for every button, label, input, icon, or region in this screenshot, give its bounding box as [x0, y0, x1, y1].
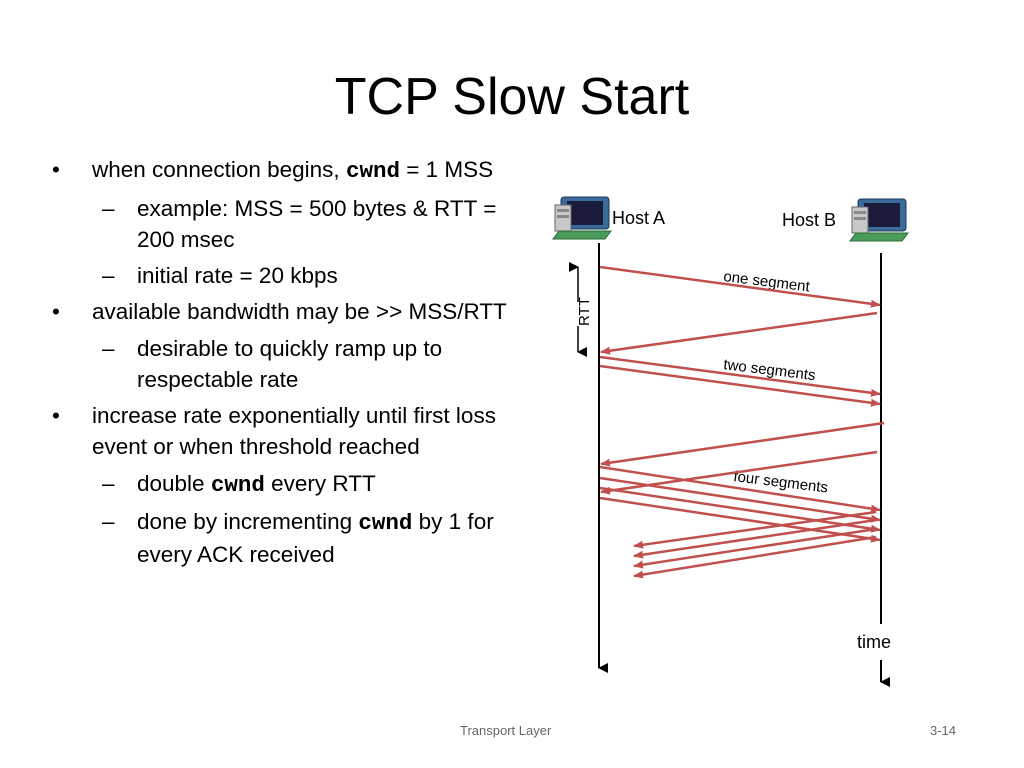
ack-arrow [600, 311, 878, 355]
one-segment-label: one segment [723, 268, 812, 296]
slide-title: TCP Slow Start [334, 68, 690, 126]
host-b-label: Host B [782, 210, 836, 230]
segment-arrow [599, 265, 881, 308]
footer-page-number: 3-14 [930, 723, 957, 738]
bullet-list: when connection begins, cwnd = 1 MSS exa… [52, 154, 522, 575]
time-label: time [857, 632, 891, 652]
ack-arrow [633, 510, 877, 549]
sub-bullet-initial-rate: initial rate = 20 kbps [52, 260, 522, 291]
segment-arrow [599, 465, 881, 513]
cwnd-code: cwnd [345, 158, 400, 184]
four-segments-label: four segments [733, 468, 829, 496]
segment-arrow [599, 364, 881, 407]
computer-icon [849, 198, 909, 242]
rtt-label: RTT [576, 297, 593, 326]
bullet-increase-rate: increase rate exponentially until first … [52, 400, 522, 462]
host-a-label: Host A [612, 208, 665, 228]
ack-arrow [633, 535, 877, 579]
footer-chapter: Transport Layer [460, 723, 552, 738]
bullet-bandwidth: available bandwidth may be >> MSS/RTT [52, 296, 522, 327]
sub-bullet-example: example: MSS = 500 bytes & RTT = 200 mse… [52, 193, 522, 255]
sub-bullet-double-cwnd: double cwnd every RTT [52, 468, 522, 501]
computer-icon [552, 196, 612, 240]
bullet-connection-begins: when connection begins, cwnd = 1 MSS [52, 154, 522, 187]
segment-arrow [599, 476, 881, 523]
cwnd-code: cwnd [358, 510, 413, 536]
segment-arrows [599, 265, 885, 579]
ack-arrow [600, 421, 885, 467]
sub-bullet-increment-cwnd: done by incrementing cwnd by 1 for every… [52, 506, 522, 570]
ack-arrow [633, 527, 877, 569]
segment-arrow [599, 486, 881, 533]
segment-arrow [599, 496, 881, 543]
segment-arrow [599, 355, 881, 397]
ack-arrow [633, 518, 877, 559]
sub-bullet-ramp-up: desirable to quickly ramp up to respecta… [52, 333, 522, 395]
cwnd-code: cwnd [210, 472, 265, 498]
